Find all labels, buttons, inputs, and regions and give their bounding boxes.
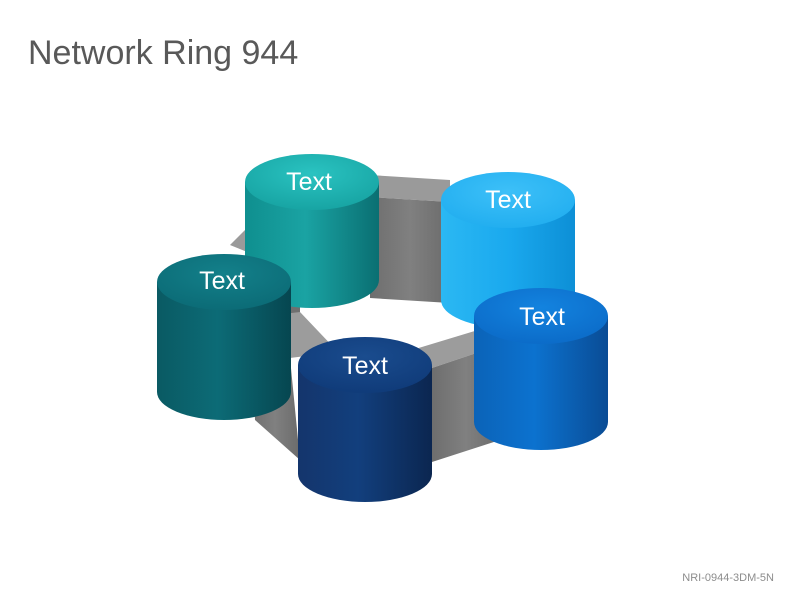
connector-top <box>370 175 450 303</box>
node-bottom-label: Text <box>342 352 388 380</box>
node-top-left-label: Text <box>286 168 332 196</box>
node-right <box>474 288 608 450</box>
node-right-label: Text <box>519 303 565 331</box>
slide-title: Network Ring 944 <box>28 34 299 72</box>
node-top-right-label: Text <box>485 186 531 214</box>
node-left <box>157 254 291 420</box>
node-bottom <box>298 337 432 502</box>
slide-code: NRI-0944-3DM-5N <box>682 572 774 584</box>
node-left-label: Text <box>199 267 245 295</box>
